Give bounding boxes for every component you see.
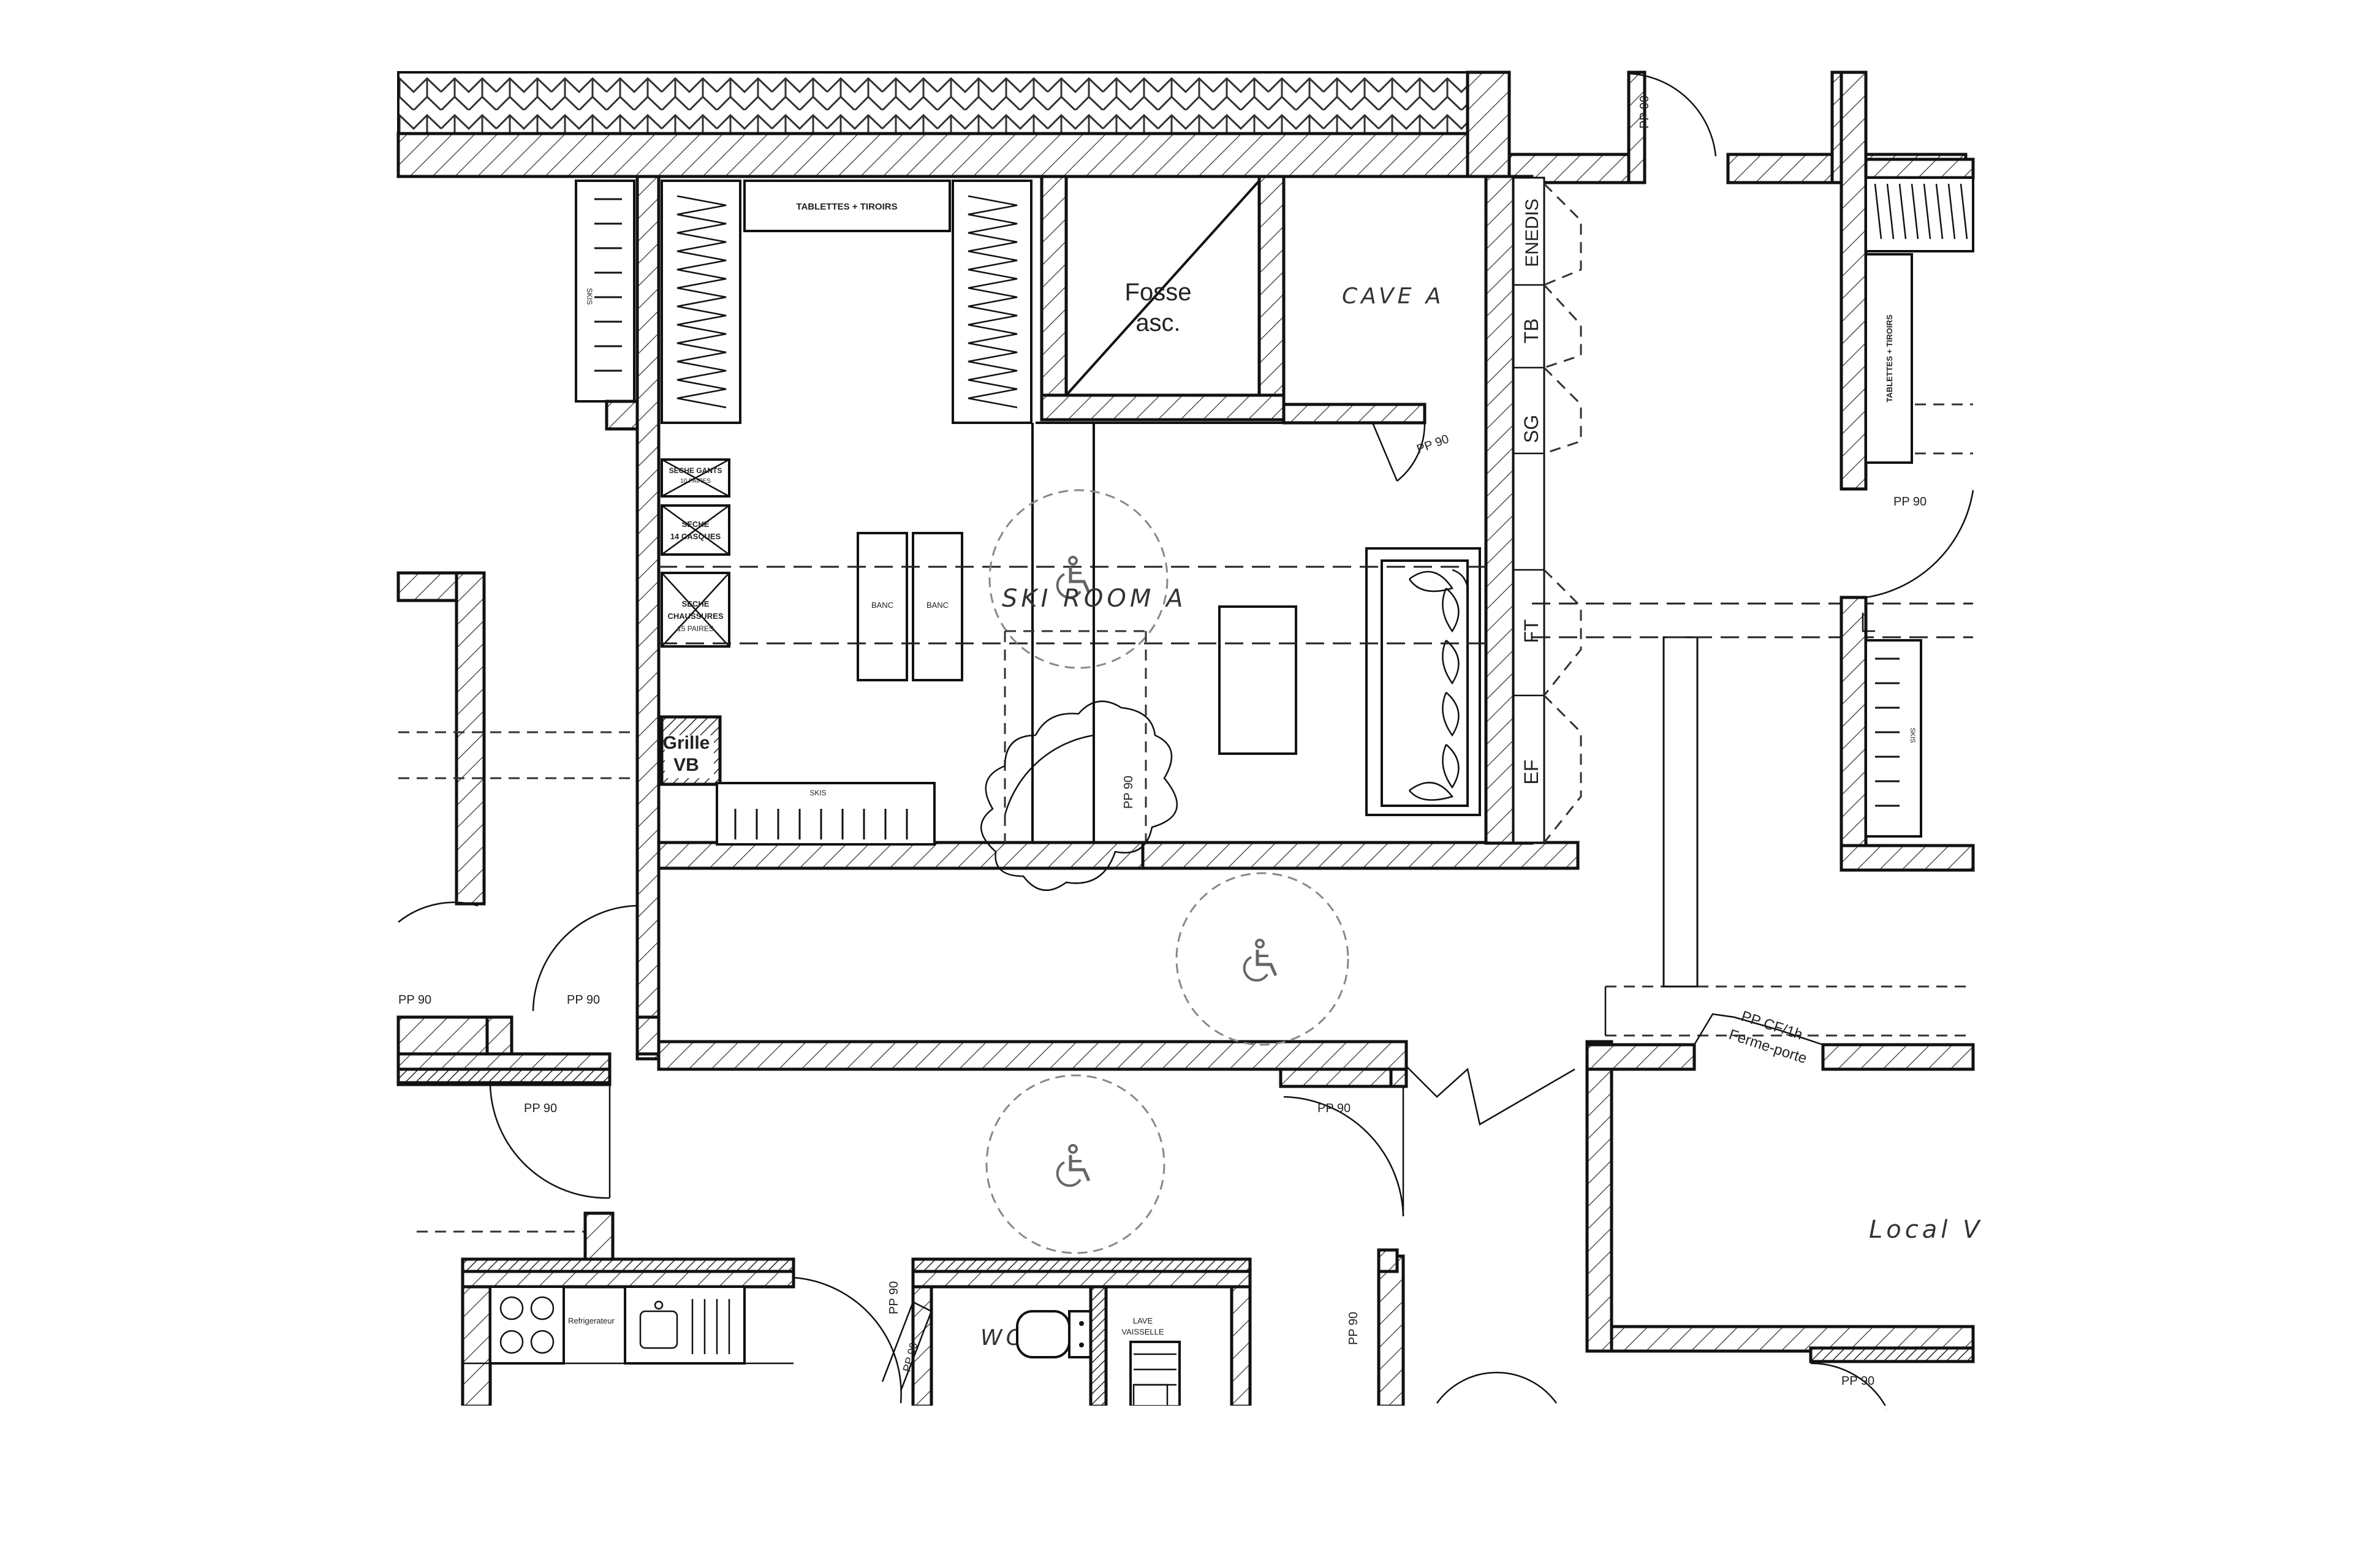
local-label: Local V [1869,1216,1983,1244]
tablettes-right-label: TABLETTES + TIROIRS [1885,314,1894,402]
svg-text:SKIS: SKIS [1909,727,1916,743]
cave-label: CAVE A [1342,284,1444,309]
ski-rack-left [575,180,635,403]
corridor-accessibility: PP 90 PP 90 [417,872,1404,1254]
toilet [1016,1310,1070,1358]
shaft-tb: TB [1520,319,1542,344]
top-doors: PP 90 [1628,72,1717,157]
svg-text:BANC: BANC [926,600,949,610]
cave-a: CAVE A PP 90 [1282,284,1451,482]
fridge-label: Refrigerateur [568,1316,615,1325]
bench-1 [857,532,908,681]
shafts: ENEDIS TB SG FT EF [1512,176,1582,844]
door-label-corridor-1: PP 90 [524,1102,557,1115]
fosse-label-1: Fosse [1125,279,1192,306]
svg-text:15 PAIRES: 15 PAIRES [677,624,714,633]
door-label-wc-right: PP 90 [1347,1312,1360,1345]
elevator-pit: Fosse asc. [1040,175,1286,422]
door-label-cave: PP 90 [1415,433,1450,456]
right-room: TABLETTES + TIROIRS PP 90 SKIS [1840,70,1975,872]
svg-text:VB: VB [673,755,699,775]
ski-room-furniture: SKIS TABLETTES + TIROIRS SECHE GANTS 10 … [575,180,1481,846]
svg-text:SECHE: SECHE [682,599,710,608]
dishwasher-label-2: VAISSELLE [1121,1327,1164,1336]
ski-room-annotations: SKI ROOM A PP 90 [659,422,1486,892]
svg-text:BANC: BANC [871,600,893,610]
wc-label: WC [980,1325,1025,1350]
fosse-label-2: asc. [1135,309,1180,336]
kitchen-wc: Refrigerateur PP 90 PP 90 WC LAVE VAISSE… [461,1211,1558,1408]
door-label-ski: PP 90 [1122,776,1135,809]
svg-text:SECHE: SECHE [682,520,710,529]
shelves-top [743,180,951,232]
corridor-walls [396,602,1973,1126]
svg-text:10 PAIRES: 10 PAIRES [680,478,711,485]
left-area: PP 90 PP 90 [396,571,638,1012]
bench-2 [912,532,963,681]
tablettes-top-label: TABLETTES + TIROIRS [796,202,897,212]
door-label-corridor-2: PP 90 [1317,1102,1351,1115]
ski-rack-right [1865,639,1922,838]
cooktop [489,1286,565,1365]
table [1218,605,1297,755]
svg-text:SKIS: SKIS [809,789,826,797]
svg-text:SECHE GANTS: SECHE GANTS [669,466,722,475]
shaft-ft: FT [1520,619,1542,643]
door-label-left-2: PP 90 [567,993,600,1007]
door-label-local: PP 90 [1841,1374,1874,1388]
shelves-right [1865,253,1913,464]
local-v: Local V PP CF/1h Ferme-porte PP 90 [1585,1008,1983,1410]
shaft-ef: EF [1520,760,1542,785]
ski-room-label: SKI ROOM A [1002,585,1186,613]
door-label-left: PP 90 [398,993,431,1007]
door-label-right: PP 90 [1893,495,1927,509]
shaft-sg: SG [1520,415,1542,443]
door-label-top: PP 90 [1638,96,1651,129]
door-label-kitchen: PP 90 [887,1281,901,1314]
svg-text:CHAUSSURES: CHAUSSURES [667,612,723,621]
skis-left-label: SKIS [585,288,594,305]
svg-text:Grille: Grille [663,733,710,753]
shaft-enedis: ENEDIS [1522,199,1542,267]
svg-text:14 CASQUES: 14 CASQUES [670,532,721,541]
ski-rack-bottom [716,782,936,846]
dishwasher-label-1: LAVE [1133,1316,1153,1325]
top-slab [396,70,1968,184]
sink [624,1286,746,1365]
